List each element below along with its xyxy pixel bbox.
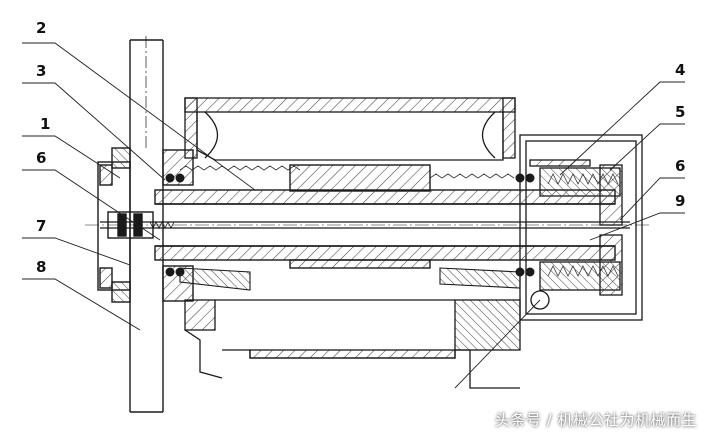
callout-3: 3 (36, 62, 46, 80)
callout-6-right: 6 (675, 157, 685, 175)
spring-stacks (179, 165, 619, 277)
watermark: 头条号 / 机械公社为机械而生 (494, 411, 697, 429)
housing (184, 97, 521, 389)
callout-6-left: 6 (36, 149, 46, 167)
bearings (165, 173, 550, 310)
cone-ring (179, 267, 521, 291)
leader-lines (22, 42, 685, 389)
callouts: 2 3 1 6 7 8 4 5 6 9 (36, 19, 685, 276)
callout-9: 9 (675, 192, 685, 210)
callout-4: 4 (675, 61, 685, 79)
callout-7: 7 (36, 217, 46, 235)
callout-8: 8 (36, 258, 46, 276)
callout-1: 1 (40, 115, 50, 133)
callout-5: 5 (675, 103, 685, 121)
spindle (85, 164, 650, 269)
callout-2: 2 (36, 19, 46, 37)
